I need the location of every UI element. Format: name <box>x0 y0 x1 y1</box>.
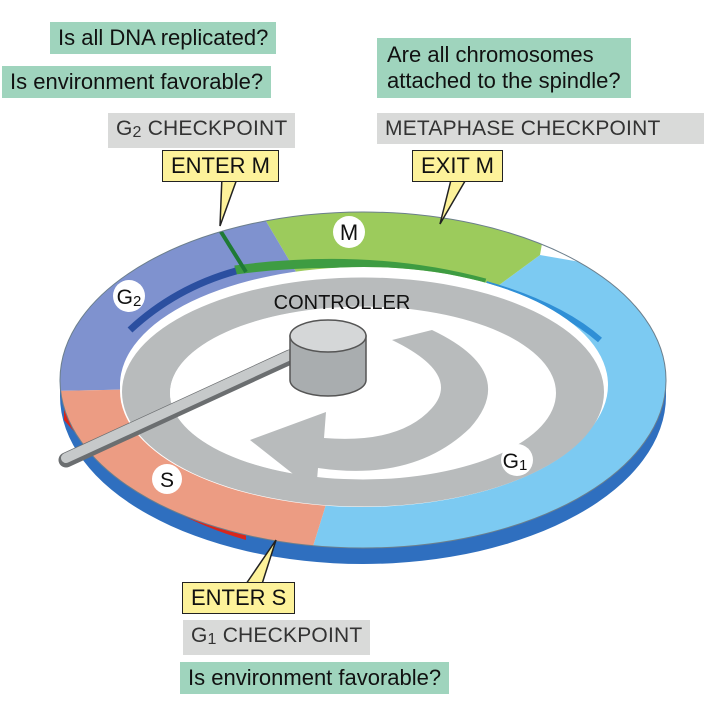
controller-label: CONTROLLER <box>274 292 411 314</box>
controller-hand <box>58 319 367 468</box>
enter-s-tag: ENTER S <box>182 582 296 614</box>
phase-label-g2: G2 <box>117 286 142 310</box>
phase-labels: M G2 S G1 <box>113 216 533 494</box>
phase-label-s: S <box>160 469 174 492</box>
rotation-arrow <box>250 330 489 492</box>
g2-checkpoint-label: G2 CHECKPOINT <box>108 113 296 148</box>
controller-dial <box>120 275 605 507</box>
question-chromosomes-line2: attached to the spindle? <box>387 68 621 93</box>
question-dna-replicated: Is all DNA replicated? <box>50 22 277 54</box>
exit-m-tag: EXIT M <box>412 150 503 182</box>
g1-checkpoint-label: G1 CHECKPOINT <box>183 620 371 655</box>
question-environment-g1: Is environment favorable? <box>180 662 450 694</box>
metaphase-checkpoint-label: METAPHASE CHECKPOINT <box>377 113 704 144</box>
phase-label-m: M <box>340 220 358 245</box>
question-environment-g2: Is environment favorable? <box>2 66 272 98</box>
enter-m-tag: ENTER M <box>162 150 279 182</box>
question-chromosomes-line1: Are all chromosomes <box>387 42 594 67</box>
phase-label-g1: G1 <box>503 450 528 474</box>
